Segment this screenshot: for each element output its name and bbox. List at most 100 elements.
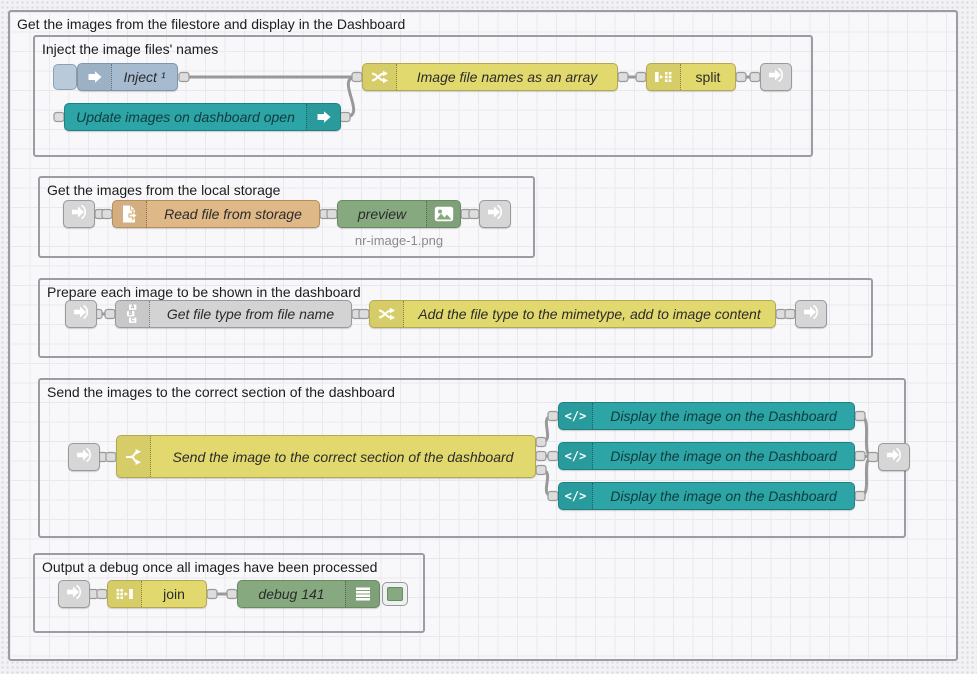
wire[interactable]: [343, 75, 359, 119]
link-out-icon: [885, 446, 903, 469]
link-in-node[interactable]: [68, 443, 100, 471]
port[interactable]: [535, 450, 547, 462]
code-icon: </>: [559, 483, 593, 509]
node-debug[interactable]: debug 141: [237, 580, 380, 608]
file-in-icon: [113, 201, 147, 227]
wire[interactable]: [858, 414, 875, 459]
node-label: Add the file type to the mimetype, add t…: [418, 306, 761, 322]
debug-list-icon: [345, 581, 379, 607]
node-label: join: [163, 586, 185, 602]
wire[interactable]: [858, 455, 875, 498]
port[interactable]: [351, 71, 363, 83]
node-template-display-image-2[interactable]: </> Display the image on the Dashboard: [558, 442, 855, 470]
node-template-display-image-1[interactable]: </> Display the image on the Dashboard: [558, 402, 855, 430]
debug-toggle-state: [387, 587, 403, 601]
port[interactable]: [854, 450, 866, 462]
node-inject[interactable]: Inject ¹: [77, 63, 178, 91]
group-inject[interactable]: Inject the image files' names: [33, 35, 813, 157]
link-in-icon: [72, 303, 90, 326]
inject-trigger-button[interactable]: [53, 64, 77, 90]
group-send-label: Send the images to the correct section o…: [47, 384, 395, 400]
port[interactable]: [96, 588, 108, 600]
split-icon: [647, 64, 681, 90]
link-out-icon: [767, 66, 785, 89]
group-inject-label: Inject the image files' names: [42, 41, 219, 57]
node-label: Inject ¹: [123, 69, 166, 85]
node-label: Get file type from file name: [166, 306, 335, 322]
group-storage[interactable]: Get the images from the local storage: [38, 176, 535, 258]
port[interactable]: [547, 450, 559, 462]
switch-icon: [117, 436, 151, 477]
port[interactable]: [547, 410, 559, 422]
port[interactable]: [206, 588, 218, 600]
code-icon: </>: [559, 403, 593, 429]
node-label: Update images on dashboard open: [76, 109, 295, 125]
port[interactable]: [867, 451, 879, 463]
group-storage-label: Get the images from the local storage: [47, 182, 281, 198]
node-change-add-file-type[interactable]: Add the file type to the mimetype, add t…: [369, 300, 776, 328]
link-out-node[interactable]: [479, 200, 511, 228]
port[interactable]: [104, 308, 116, 320]
dashboard-event-arrow-icon: [306, 104, 340, 130]
node-label: Display the image on the Dashboard: [610, 488, 837, 504]
node-label: Image file names as an array: [416, 69, 598, 85]
port[interactable]: [784, 308, 796, 320]
link-in-icon: [75, 446, 93, 469]
port[interactable]: [326, 208, 338, 220]
link-out-node[interactable]: [760, 63, 792, 91]
port[interactable]: [178, 71, 190, 83]
node-label: preview: [357, 206, 407, 222]
node-status-filename: nr-image-1.png: [354, 233, 444, 248]
port[interactable]: [101, 208, 113, 220]
port[interactable]: [339, 111, 351, 123]
node-label: split: [695, 69, 721, 85]
port[interactable]: [854, 490, 866, 502]
node-template-display-image-3[interactable]: </> Display the image on the Dashboard: [558, 482, 855, 510]
port[interactable]: [854, 410, 866, 422]
node-change-image-file-names[interactable]: Image file names as an array: [362, 63, 618, 91]
port[interactable]: [535, 464, 547, 476]
svg-text:A: A: [131, 305, 135, 311]
node-label: Display the image on the Dashboard: [610, 408, 837, 424]
inject-arrow-icon: [78, 64, 112, 90]
group-prepare-label: Prepare each image to be shown in the da…: [47, 284, 361, 300]
node-image-preview[interactable]: preview: [337, 200, 461, 228]
port[interactable]: [535, 436, 547, 448]
port[interactable]: [226, 588, 238, 600]
shuffle-icon: [363, 64, 397, 90]
group-debug-label: Output a debug once all images have been…: [42, 559, 378, 575]
port[interactable]: [547, 490, 559, 502]
port[interactable]: [105, 451, 117, 463]
port[interactable]: [735, 71, 747, 83]
join-icon: [108, 581, 142, 607]
link-in-node[interactable]: [65, 300, 97, 328]
link-in-node[interactable]: [58, 580, 90, 608]
port[interactable]: [749, 71, 761, 83]
port[interactable]: [468, 208, 480, 220]
node-split[interactable]: split: [646, 63, 736, 91]
port[interactable]: [635, 71, 647, 83]
node-update-images-on-dashboard-open[interactable]: Update images on dashboard open: [64, 103, 341, 131]
node-read-file-from-storage[interactable]: Read file from storage: [112, 200, 320, 228]
node-switch-send-image[interactable]: Send the image to the correct section of…: [116, 435, 536, 478]
group-prepare[interactable]: Prepare each image to be shown in the da…: [38, 278, 873, 358]
link-out-node[interactable]: [795, 300, 827, 328]
link-out-icon: [802, 303, 820, 326]
svg-text:C: C: [131, 318, 135, 324]
shuffle-icon: [370, 301, 404, 327]
svg-text:B: B: [129, 311, 133, 317]
image-icon: [426, 201, 460, 227]
port[interactable]: [617, 71, 629, 83]
debug-toggle-button[interactable]: [382, 582, 408, 606]
group-debug[interactable]: Output a debug once all images have been…: [33, 553, 425, 633]
node-label: Display the image on the Dashboard: [610, 448, 837, 464]
link-out-node[interactable]: [878, 443, 910, 471]
node-label: Send the image to the correct section of…: [172, 448, 514, 465]
link-in-icon: [65, 583, 83, 606]
node-join[interactable]: join: [107, 580, 207, 608]
link-in-node[interactable]: [63, 200, 95, 228]
port[interactable]: [53, 111, 65, 123]
port[interactable]: [358, 308, 370, 320]
